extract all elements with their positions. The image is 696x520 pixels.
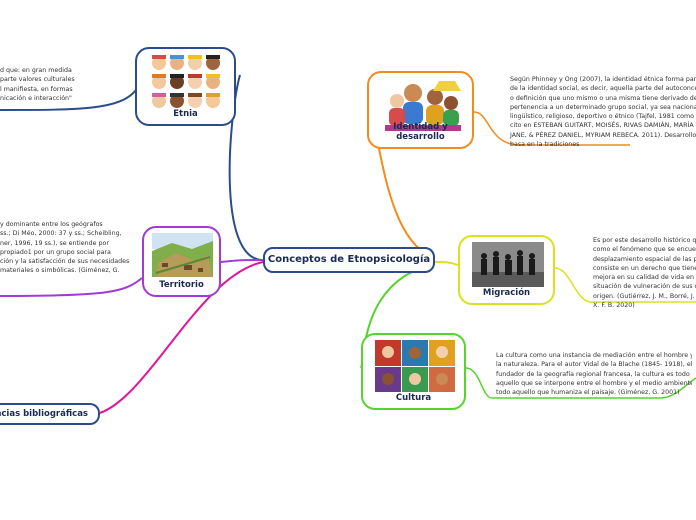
connector-identidad-text (473, 111, 630, 146)
node-identidad-label: Identidad y desarrollo (393, 122, 448, 142)
connector-cultura-text (465, 367, 696, 399)
identity-people-image (385, 81, 461, 131)
node-territorio-label: Territorio (159, 280, 204, 290)
connector-migracion-text (554, 267, 696, 303)
node-cultura[interactable]: Cultura (361, 333, 466, 410)
diverse-faces-image (152, 55, 220, 108)
migration-silhouettes-image (472, 242, 544, 287)
node-etnia[interactable]: Etnia (135, 47, 236, 126)
node-migracion[interactable]: Migración (458, 235, 555, 305)
text-cultura: La cultura como una instancia de mediaci… (496, 352, 692, 397)
connector-etnia (228, 74, 264, 261)
connector-territorio (220, 259, 264, 263)
connector-territorio-text (0, 277, 143, 297)
text-migracion: Es por este desarrollo histórico que la … (593, 237, 696, 310)
text-territorio: y dominante entre los geógrafos ss.; Di … (0, 221, 130, 275)
node-cultura-label: Cultura (395, 393, 432, 403)
territory-landscape-image (152, 233, 213, 277)
connector-migracion (434, 261, 459, 266)
text-identidad: Según Phinney y Ong (2007), la identidad… (510, 76, 696, 149)
node-migracion-label: Migración (482, 288, 531, 298)
connector-etnia-text (0, 89, 137, 111)
culture-collage-image (375, 340, 455, 392)
node-identidad[interactable]: Identidad y desarrollo (367, 71, 474, 149)
text-etnia: d que: en gran medida parte valores cult… (0, 67, 75, 102)
connector-referencias (99, 261, 264, 414)
central-topic[interactable]: Conceptos de Etnopsicología (263, 247, 435, 273)
node-territorio[interactable]: Territorio (142, 226, 221, 297)
node-referencias[interactable]: encias bibliográficas (0, 403, 100, 425)
node-etnia-label: Etnia (173, 109, 198, 119)
